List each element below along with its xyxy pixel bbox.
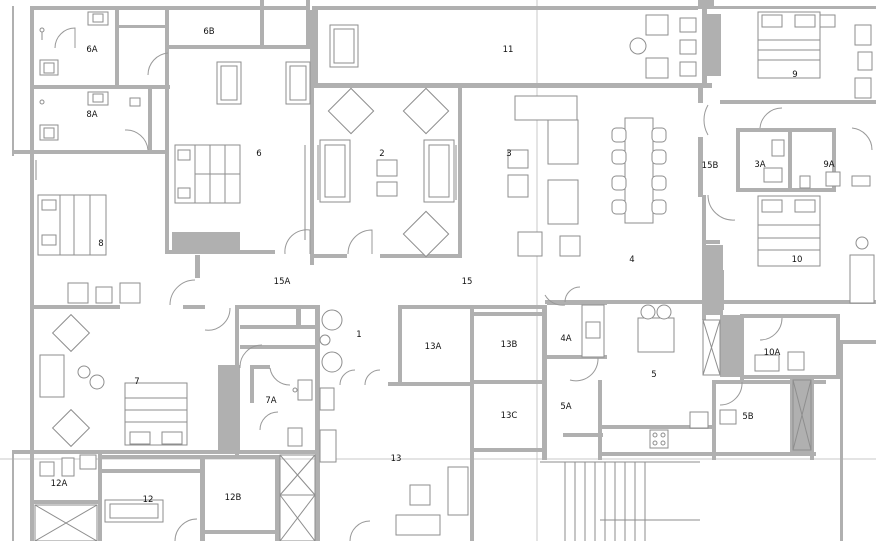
room-label-5B: 5B	[742, 412, 753, 422]
room-label-3: 3	[506, 149, 511, 159]
room-label-6A: 6A	[86, 45, 97, 55]
room-label-6: 6	[256, 149, 261, 159]
room-label-4A: 4A	[560, 334, 571, 344]
room-label-9: 9	[792, 70, 797, 80]
room-label-15B: 15B	[702, 161, 719, 171]
room-label-12B: 12B	[225, 493, 242, 503]
room-label-10A: 10A	[764, 348, 781, 358]
room-label-11: 11	[503, 45, 514, 55]
room-label-7: 7	[134, 377, 139, 387]
room-label-1: 1	[356, 330, 361, 340]
room-label-12A: 12A	[51, 479, 68, 489]
room-label-5: 5	[651, 370, 656, 380]
room-labels: 6A 6B 11 8A 2 3 6 15B 3A 9A 9 8 4 10 15A…	[51, 27, 835, 505]
room-label-9A: 9A	[823, 160, 834, 170]
room-label-7A: 7A	[265, 396, 276, 406]
room-label-8: 8	[98, 239, 103, 249]
room-label-13A: 13A	[425, 342, 442, 352]
doors	[54, 27, 873, 541]
room-label-10: 10	[792, 255, 803, 265]
walls	[12, 0, 876, 541]
room-label-13: 13	[391, 454, 402, 464]
room-label-13C: 13C	[501, 411, 518, 421]
room-label-3A: 3A	[754, 160, 765, 170]
room-label-2: 2	[379, 149, 384, 159]
room-label-15: 15	[462, 277, 473, 287]
room-label-5A: 5A	[560, 402, 571, 412]
room-label-13B: 13B	[501, 340, 518, 350]
room-label-4: 4	[629, 255, 634, 265]
room-label-8A: 8A	[86, 110, 97, 120]
room-label-6B: 6B	[203, 27, 214, 37]
room-label-12: 12	[143, 495, 154, 505]
furniture	[34, 11, 875, 541]
room-label-15A: 15A	[274, 277, 291, 287]
